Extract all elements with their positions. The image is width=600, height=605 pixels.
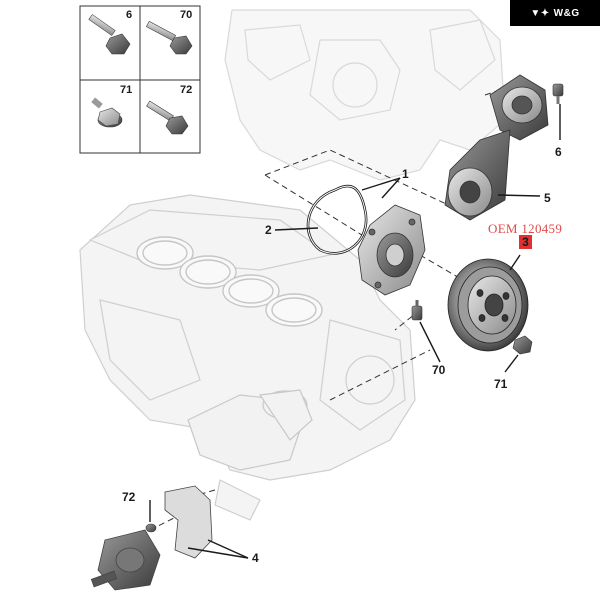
callout-2: 2 <box>265 223 272 237</box>
engine-block-ghost <box>224 9 506 181</box>
cylinder-bores <box>136 236 323 327</box>
callout-1: 1 <box>402 167 409 181</box>
grid-ref-70: 70 <box>180 9 193 21</box>
callout-4: 4 <box>252 551 259 565</box>
bolt-72-icon <box>146 100 189 135</box>
callout-6: 6 <box>555 145 562 159</box>
crank-pulley <box>447 258 529 352</box>
brand-name: W&G <box>553 7 580 19</box>
grid-ref-72: 72 <box>180 84 193 96</box>
callout-71: 71 <box>494 377 508 391</box>
highlighted-callout-3: 3 <box>519 235 532 249</box>
bolt-6-icon <box>88 14 131 55</box>
bolt-70-pump-icon <box>411 300 423 321</box>
nut-71-icon <box>91 97 123 128</box>
bolt-70-icon <box>145 20 193 55</box>
oem-part-number: OEM 120459 <box>488 221 563 236</box>
gasket-ring <box>306 184 368 255</box>
belt-tensioner <box>444 74 549 221</box>
nut-71-pulley-icon <box>512 335 533 355</box>
callout-leaders <box>149 104 561 559</box>
sensor-brackets <box>90 485 213 591</box>
callout-5: 5 <box>544 191 551 205</box>
callout-70: 70 <box>432 363 446 377</box>
brand-watermark: ▼✦ W&G <box>510 0 600 26</box>
grid-ref-71: 71 <box>120 84 133 96</box>
bolt-72-sensor-icon <box>145 523 157 533</box>
callout-72: 72 <box>122 490 136 504</box>
fastener-grid <box>79 5 201 154</box>
wings-logo-icon: ▼✦ <box>530 7 550 19</box>
grid-ref-6: 6 <box>126 9 133 21</box>
bolt-6-tensioner-icon <box>552 83 564 104</box>
water-pump-housing <box>357 204 426 296</box>
oil-filter-housing <box>187 389 313 471</box>
